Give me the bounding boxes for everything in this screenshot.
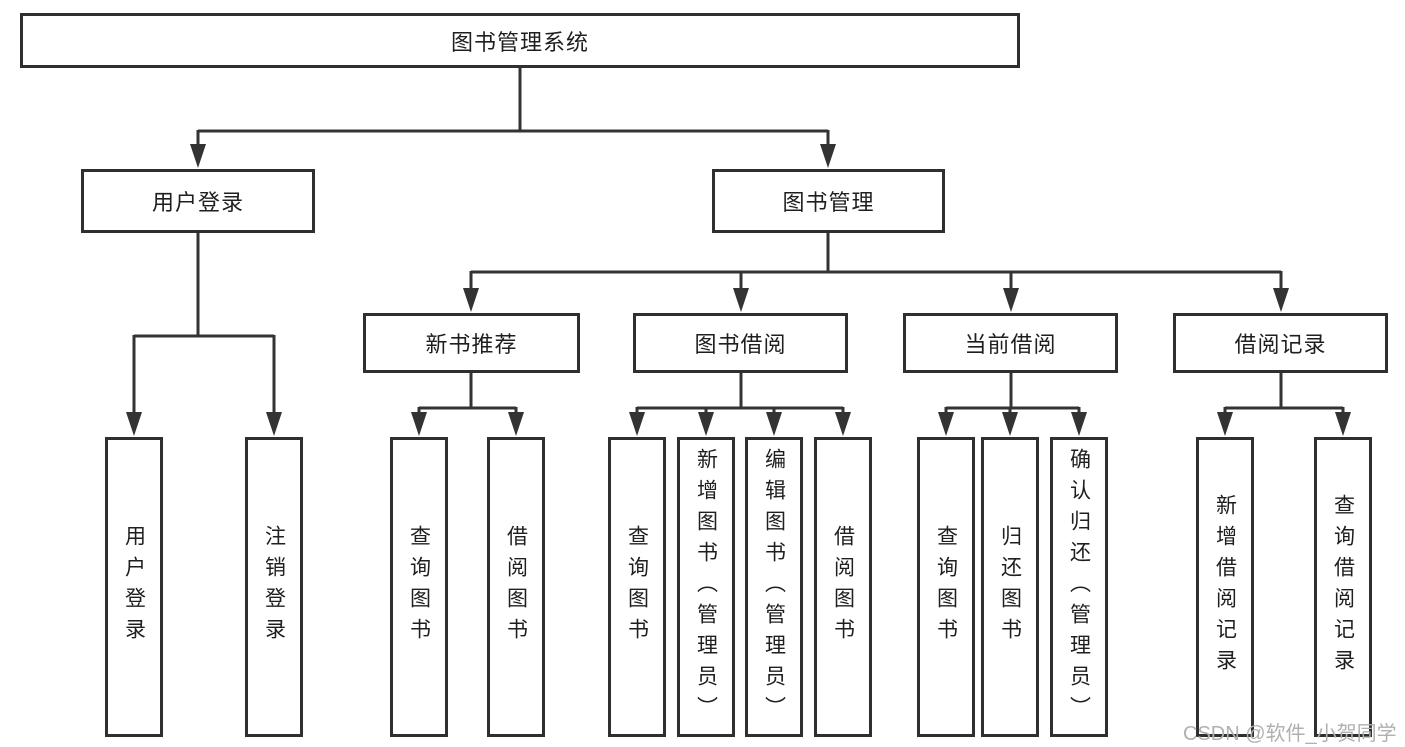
node-user-login: 用户登录: [81, 169, 315, 233]
node-current-borrow: 当前借阅: [903, 313, 1118, 373]
leaf-add-borrow-record-label: 新增借阅记录: [1213, 494, 1237, 680]
leaf-recommend-query-books: 查询图书: [390, 437, 448, 737]
node-book-borrow: 图书借阅: [633, 313, 848, 373]
leaf-recommend-query-books-label: 查询图书: [407, 525, 431, 649]
leaf-logout-label: 注销登录: [262, 525, 286, 649]
leaf-current-query-books: 查询图书: [917, 437, 975, 737]
leaf-borrow-books-label: 借阅图书: [831, 525, 855, 649]
watermark-text: CSDN @软件_小贺同学: [1183, 723, 1397, 745]
leaf-borrow-books: 借阅图书: [814, 437, 872, 737]
leaf-query-borrow-record-label: 查询借阅记录: [1331, 494, 1355, 680]
leaf-recommend-borrow-books-label: 借阅图书: [504, 525, 528, 649]
node-book-management-label: 图书管理: [782, 190, 875, 215]
leaf-user-login-label: 用户登录: [122, 525, 146, 649]
leaf-user-login: 用户登录: [105, 437, 163, 737]
leaf-borrow-query-books: 查询图书: [608, 437, 666, 737]
node-book-management: 图书管理: [712, 169, 945, 233]
node-new-book-recommend-label: 新书推荐: [425, 332, 518, 357]
leaf-return-books: 归还图书: [981, 437, 1039, 737]
leaf-add-books-admin: 新增图书（管理员）: [677, 437, 735, 737]
node-borrow-records-label: 借阅记录: [1234, 332, 1327, 357]
leaf-current-query-books-label: 查询图书: [934, 525, 958, 649]
arrowheads: [126, 144, 1351, 436]
node-borrow-records: 借阅记录: [1173, 313, 1388, 373]
leaf-add-borrow-record: 新增借阅记录: [1196, 437, 1254, 737]
leaf-query-borrow-record: 查询借阅记录: [1314, 437, 1372, 737]
leaf-edit-books-admin-label: 编辑图书（管理员）: [762, 447, 786, 727]
leaf-logout: 注销登录: [245, 437, 303, 737]
node-root-system: 图书管理系统: [20, 13, 1020, 68]
node-root-system-label: 图书管理系统: [450, 29, 589, 55]
leaf-confirm-return-admin: 确认归还（管理员）: [1050, 437, 1108, 737]
node-new-book-recommend: 新书推荐: [363, 313, 580, 373]
node-user-login-label: 用户登录: [151, 190, 244, 215]
leaf-return-books-label: 归还图书: [998, 525, 1022, 649]
node-book-borrow-label: 图书借阅: [694, 332, 787, 357]
leaf-confirm-return-admin-label: 确认归还（管理员）: [1067, 447, 1091, 727]
leaf-recommend-borrow-books: 借阅图书: [487, 437, 545, 737]
node-current-borrow-label: 当前借阅: [964, 332, 1057, 357]
leaf-borrow-query-books-label: 查询图书: [625, 525, 649, 649]
leaf-add-books-admin-label: 新增图书（管理员）: [694, 447, 718, 727]
leaf-edit-books-admin: 编辑图书（管理员）: [745, 437, 803, 737]
